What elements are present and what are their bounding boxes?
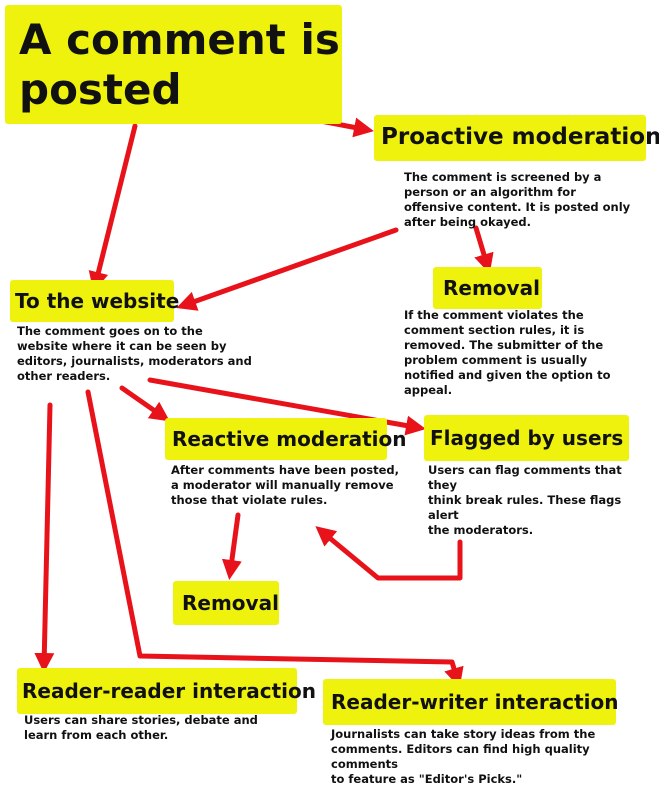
website-desc: The comment goes on to the website where… xyxy=(17,324,252,383)
reader-writer-title: Reader-writer interaction xyxy=(323,679,618,725)
reader-reader-desc: Users can share stories, debate and lear… xyxy=(24,713,258,742)
website-title: To the website xyxy=(10,280,179,322)
arrow-proactive-to-website xyxy=(176,227,399,311)
flagged-by-users-title: Flagged by users xyxy=(424,415,629,461)
removal-title-2: Removal xyxy=(173,581,279,625)
arrow-reactive-to-removal xyxy=(221,512,242,580)
start-node-title: A comment is posted xyxy=(5,5,342,124)
removal-title-1: Removal xyxy=(433,267,542,309)
arrow-website-to-reader-reader xyxy=(34,402,55,673)
arrow-proactive-to-removal xyxy=(473,225,494,274)
reader-writer-desc: Journalists can take story ideas from th… xyxy=(331,727,596,786)
reactive-moderation-title: Reactive moderation xyxy=(165,418,407,460)
arrow-website-to-reader-writer xyxy=(85,389,464,688)
arrow-flagged-to-reactive xyxy=(315,526,463,581)
reactive-moderation-desc: After comments have been posted, a moder… xyxy=(171,463,400,507)
reader-reader-title: Reader-reader interaction xyxy=(17,668,316,714)
arrow-website-to-reactive xyxy=(119,385,170,422)
arrow-start-to-website xyxy=(88,123,138,292)
proactive-moderation-title: Proactive moderation xyxy=(374,115,659,161)
removal-desc-1: If the comment violates the comment sect… xyxy=(404,308,611,397)
proactive-moderation-desc: The comment is screened by a person or a… xyxy=(404,170,631,229)
flagged-by-users-desc: Users can flag comments that they think … xyxy=(428,463,622,537)
